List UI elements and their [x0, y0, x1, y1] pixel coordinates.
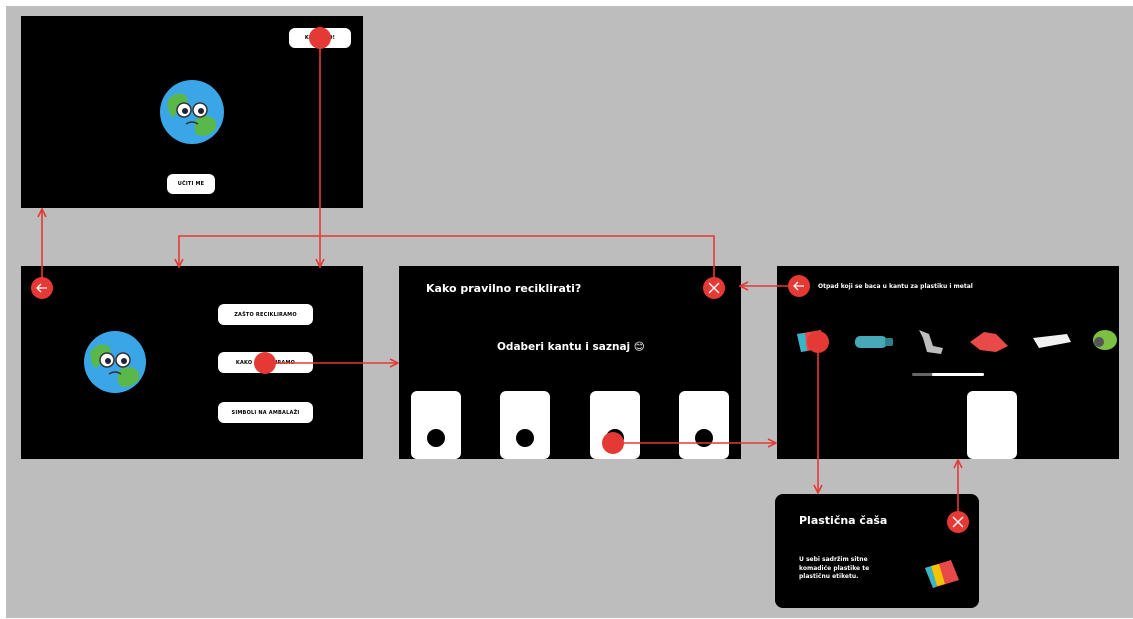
popup-item-detail: Plastična čaša U sebi sadržim sitne koma…	[775, 494, 979, 608]
bin-4[interactable]	[679, 391, 729, 459]
screen-items: Otpad koji se baca u kantu za plastiku i…	[777, 266, 1119, 459]
carousel-scroll-track[interactable]	[912, 373, 984, 376]
page-title: Otpad koji se baca u kantu za plastiku i…	[818, 283, 973, 290]
bottle-icon[interactable]	[851, 328, 895, 354]
close-icon	[708, 282, 720, 294]
screen-bins: Kako pravilno reciklirati? Odaberi kantu…	[399, 266, 741, 459]
back-arrow-icon	[793, 281, 804, 291]
page-subtitle: Odaberi kantu i saznaj 😊	[497, 341, 645, 353]
learn-button[interactable]: UČITI ME	[167, 174, 215, 194]
menu-symbols-button[interactable]: SIMBOLI NA AMBALAŽI	[218, 402, 313, 423]
popup-title: Plastična čaša	[799, 514, 888, 527]
close-icon	[952, 516, 964, 528]
food-tray-icon[interactable]	[1029, 330, 1073, 352]
earth-mascot-icon	[84, 331, 146, 393]
green-bottle-icon[interactable]	[1089, 324, 1119, 354]
hotspot-bin-3[interactable]	[602, 432, 624, 454]
page-title: Kako pravilno reciklirati?	[426, 282, 582, 295]
hotspot-start[interactable]	[309, 27, 331, 49]
bin-opening	[427, 429, 445, 447]
menu-why-recycle-button[interactable]: ZAŠTO RECIKLIRAMO	[218, 304, 313, 325]
arrow-close-to-menu	[179, 235, 715, 288]
plastic-bag-icon[interactable]	[966, 328, 1012, 356]
popup-body: U sebi sadržim sitne komadiće plastike t…	[799, 556, 870, 581]
flow-arrows	[42, 40, 958, 522]
bin-2[interactable]	[500, 391, 550, 459]
hotspot-how-recycle[interactable]	[254, 352, 276, 374]
earth-mascot-icon	[160, 80, 224, 144]
hotspots	[31, 27, 969, 533]
carousel-scroll-thumb[interactable]	[932, 373, 984, 376]
plastic-cup-icon	[925, 560, 959, 588]
selected-bin	[967, 391, 1017, 459]
bin-1[interactable]	[411, 391, 461, 459]
bin-opening	[516, 429, 534, 447]
screen-home: KRENIMO! UČITI ME	[21, 16, 363, 208]
hotspot-cup[interactable]	[807, 331, 829, 353]
metal-can-icon[interactable]	[913, 326, 949, 356]
back-arrow-icon	[36, 283, 47, 293]
